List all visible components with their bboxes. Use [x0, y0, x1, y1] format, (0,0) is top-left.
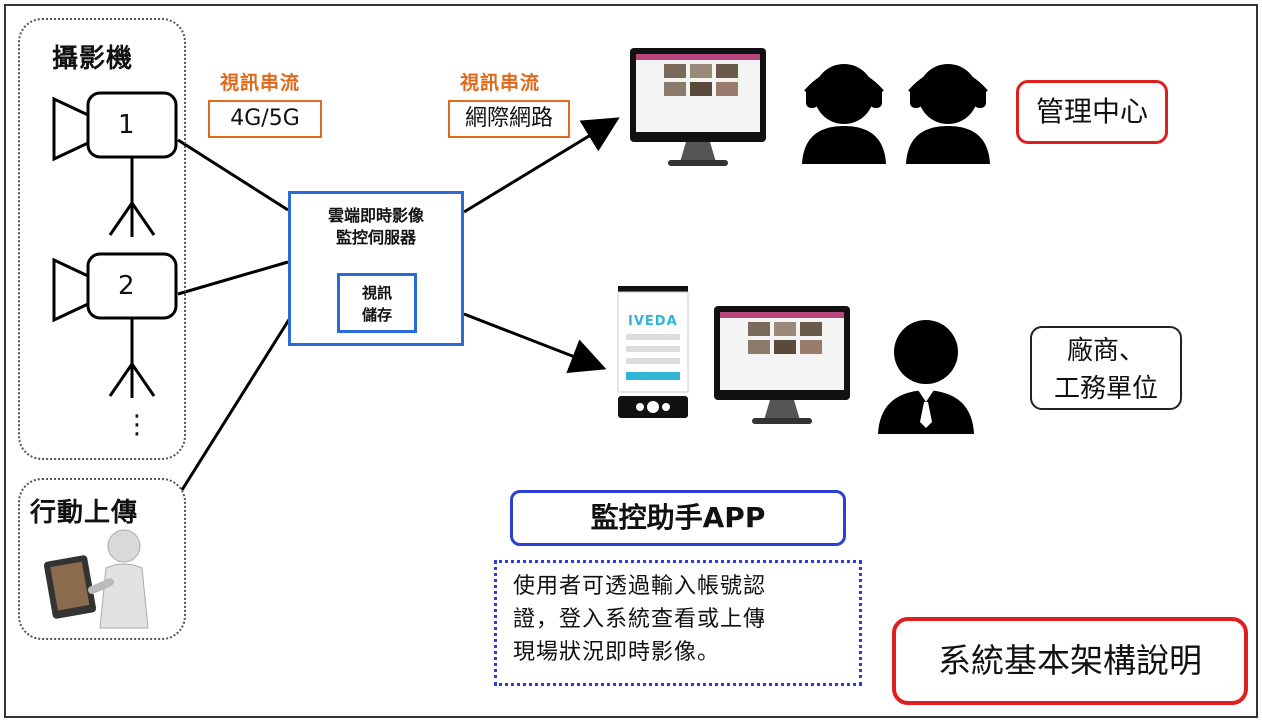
cam1-to-server-line [177, 138, 289, 212]
monitor-icon-vendor [714, 306, 850, 424]
phone-brand-logo: IVEDA [628, 314, 678, 329]
diagram-frame [4, 4, 1258, 718]
network-4g5g-box: 4G/5G [208, 100, 322, 138]
cloud-server-box: 雲端即時影像 監控伺服器 視訊 儲存 [288, 191, 464, 346]
mobile-to-server-line [180, 317, 292, 491]
camera-1-icon [52, 91, 178, 237]
person-with-tablet-icon [43, 529, 149, 629]
vendor-label-line1: 廠商、 [1066, 336, 1145, 366]
storage-line1: 視訊 [361, 284, 392, 302]
camera-2-label: 2 [118, 271, 135, 301]
app-desc-line1: 使用者可透過輸入帳號認 [513, 574, 767, 599]
cam2-to-server-line [177, 260, 289, 296]
stream-label-right: 視訊串流 [460, 72, 541, 94]
network-internet-box: 網際網路 [448, 100, 570, 138]
system-architecture-label: 系統基本架構說明 [892, 617, 1248, 705]
app-desc-line3: 現場狀況即時影像。 [513, 640, 721, 665]
server-title-line2: 監控伺服器 [335, 228, 416, 247]
more-cameras-ellipsis: ⋮ [124, 410, 150, 440]
camera-group [18, 18, 186, 460]
server-title-line1: 雲端即時影像 [327, 206, 424, 225]
server-to-vendor-arrow [463, 312, 607, 374]
camera-2-icon [52, 252, 178, 398]
management-center-label: 管理中心 [1016, 80, 1168, 144]
phone-app-icon [617, 286, 689, 418]
camera-group-title: 攝影機 [52, 44, 134, 74]
app-desc-line2: 證，登入系統查看或上傳 [513, 607, 767, 632]
mobile-upload-group [18, 478, 186, 640]
monitor-icon-management [630, 48, 766, 166]
operator-headset-icon-1 [802, 64, 886, 164]
vendor-label-line2: 工務單位 [1053, 374, 1158, 404]
camera-1-label: 1 [118, 110, 135, 140]
stream-label-left: 視訊串流 [220, 72, 301, 94]
operator-headset-icon-2 [906, 64, 990, 164]
app-title-box: 監控助手APP [510, 490, 846, 546]
video-storage-box: 視訊 儲存 [337, 273, 417, 333]
storage-line2: 儲存 [361, 306, 392, 324]
vendor-label-box: 廠商、 工務單位 [1030, 326, 1182, 410]
businessman-icon [878, 320, 974, 434]
mobile-upload-title: 行動上傳 [30, 498, 139, 528]
app-description-box: 使用者可透過輸入帳號認 證，登入系統查看或上傳 現場狀況即時影像。 [494, 560, 862, 686]
server-to-management-arrow [463, 117, 620, 214]
